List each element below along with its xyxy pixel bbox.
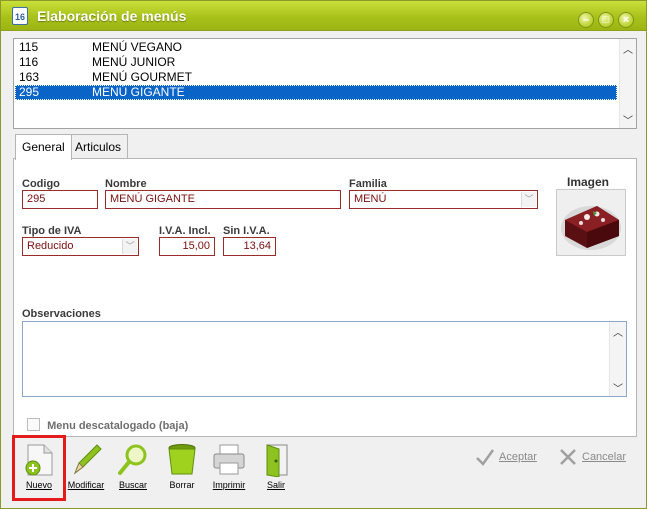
salir-label: Salir	[266, 480, 285, 490]
list-item-selected[interactable]: 295 MENÚ GIGANTE	[15, 85, 617, 100]
list-item-code: 295	[19, 85, 40, 99]
nuevo-label: Nuevo	[25, 480, 52, 490]
trash-icon	[168, 444, 196, 475]
sin-iva-label: Sin I.V.A.	[223, 225, 270, 237]
checkmark-icon	[476, 449, 495, 466]
observaciones-label: Observaciones	[22, 308, 101, 320]
maximize-icon[interactable]: □	[598, 12, 614, 28]
magnifier-icon	[118, 444, 147, 475]
calendar-app-icon: 16	[12, 7, 28, 25]
cancelar-label: Cancelar	[582, 451, 627, 463]
exit-door-icon	[266, 444, 288, 477]
descatalogado-checkbox[interactable]	[27, 418, 40, 431]
imagen-label: Imagen	[567, 175, 610, 189]
sin-iva-field[interactable]: 13,64	[223, 237, 276, 256]
minimize-icon[interactable]: –	[578, 12, 594, 28]
aceptar-button[interactable]: Aceptar	[475, 447, 545, 467]
descatalogado-checkbox-row[interactable]: Menu descatalogado (baja)	[27, 418, 188, 432]
tab-articulos[interactable]: Articulos	[68, 134, 129, 159]
imprimir-label: Imprimir	[212, 480, 246, 490]
list-item[interactable]: 115 MENÚ VEGANO	[15, 40, 617, 55]
iva-incl-field[interactable]: 15,00	[159, 237, 215, 256]
chevron-down-icon[interactable]: ﹀	[122, 239, 137, 254]
buscar-button[interactable]: Buscar	[108, 441, 158, 491]
descatalogado-label: Menu descatalogado (baja)	[47, 420, 189, 432]
borrar-button[interactable]: Borrar	[157, 441, 207, 491]
list-item-name: MENÚ JUNIOR	[92, 55, 176, 69]
imprimir-button[interactable]: Imprimir	[204, 441, 254, 491]
window-title: Elaboración de menús	[37, 8, 187, 24]
scroll-up-icon[interactable]: ︿	[613, 328, 623, 339]
cancelar-button[interactable]: Cancelar	[558, 447, 636, 467]
list-item-code: 163	[19, 70, 40, 84]
nuevo-button[interactable]: Nuevo	[14, 441, 64, 491]
pencil-icon	[73, 444, 102, 475]
nuevo-highlight-frame	[12, 435, 66, 501]
codigo-label: Codigo	[22, 178, 60, 190]
familia-value: MENÚ	[354, 193, 387, 205]
list-item-name: MENÚ VEGANO	[92, 40, 183, 54]
printer-icon	[213, 444, 245, 475]
menu-image[interactable]	[556, 189, 626, 256]
iva-incl-label: I.V.A. Incl.	[159, 225, 211, 237]
salir-button[interactable]: Salir	[251, 441, 301, 491]
tipo-iva-value: Reducido	[27, 240, 74, 252]
chevron-down-icon[interactable]: ﹀	[521, 192, 536, 207]
borrar-label: Borrar	[169, 480, 195, 490]
list-item-name: MENÚ GOURMET	[92, 70, 192, 84]
memo-scrollbar[interactable]: ︿ ﹀	[609, 322, 626, 396]
menu-list[interactable]: 115 MENÚ VEGANO 116 MENÚ JUNIOR 163 MENÚ…	[13, 38, 637, 129]
modificar-label: Modificar	[67, 480, 105, 490]
familia-label: Familia	[349, 178, 387, 190]
buscar-label: Buscar	[118, 480, 147, 490]
tipo-iva-label: Tipo de IVA	[22, 225, 82, 237]
list-item[interactable]: 116 MENÚ JUNIOR	[15, 55, 617, 70]
modificar-button[interactable]: Modificar	[61, 441, 111, 491]
nombre-label: Nombre	[105, 178, 147, 190]
new-document-icon	[25, 444, 53, 476]
observaciones-textarea[interactable]: ︿ ﹀	[22, 321, 627, 397]
aceptar-label: Aceptar	[499, 451, 537, 463]
list-item-name: MENÚ GIGANTE	[92, 85, 185, 99]
codigo-field[interactable]: 295	[22, 190, 98, 209]
familia-select[interactable]: MENÚ ﹀	[349, 190, 538, 209]
scroll-down-icon[interactable]: ﹀	[613, 384, 623, 395]
nombre-field[interactable]: MENÚ GIGANTE	[105, 190, 341, 209]
tab-general[interactable]: General	[15, 134, 72, 160]
general-panel: Codigo 295 Nombre MENÚ GIGANTE Familia M…	[13, 158, 637, 437]
scroll-down-icon[interactable]: ﹀	[623, 116, 633, 127]
scroll-up-icon[interactable]: ︿	[623, 45, 633, 56]
brownie-photo-icon	[557, 190, 625, 255]
list-scrollbar[interactable]: ︿ ﹀	[619, 39, 636, 128]
close-icon[interactable]: ×	[618, 12, 634, 28]
tab-bar: General Articulos	[15, 134, 637, 160]
tipo-iva-select[interactable]: Reducido ﹀	[22, 237, 139, 256]
list-item[interactable]: 163 MENÚ GOURMET	[15, 70, 617, 85]
title-bar[interactable]: 16 Elaboración de menús – □ ×	[1, 1, 646, 31]
list-item-code: 116	[19, 55, 39, 69]
cancel-x-icon	[560, 449, 576, 465]
list-item-code: 115	[19, 40, 39, 54]
